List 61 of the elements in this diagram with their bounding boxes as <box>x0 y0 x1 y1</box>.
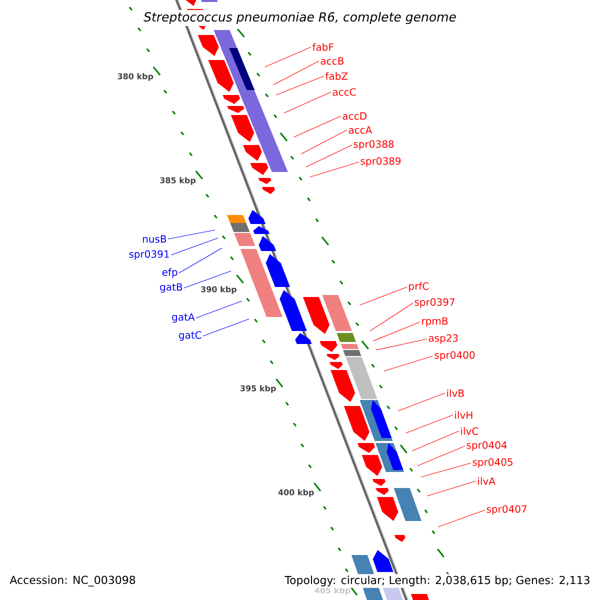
leader-line <box>168 230 216 240</box>
gene-label: asp23 <box>428 334 458 344</box>
gene-label: spr0400 <box>434 351 475 361</box>
leader-line <box>384 356 434 372</box>
gene-label: spr0391 <box>129 250 169 260</box>
gene-label: spr0404 <box>466 441 507 451</box>
gene-label: gatA <box>172 313 195 323</box>
gene-label: spr0407 <box>486 505 526 515</box>
leader-line <box>284 92 332 114</box>
gene-label: spr0405 <box>472 458 512 468</box>
leader-line <box>372 322 420 342</box>
leader-line <box>264 46 312 68</box>
tick-label: 380 kbp <box>118 73 154 81</box>
leader-line <box>376 338 428 350</box>
tick-label: 400 kbp <box>278 489 314 497</box>
leader-line <box>276 76 324 96</box>
leader-line <box>420 462 472 478</box>
gene-label: accD <box>342 112 366 120</box>
gene-label: ilvH <box>455 411 472 419</box>
gene-label: spr0389 <box>360 157 401 167</box>
leader-line <box>294 116 342 138</box>
gene-label: gatB <box>160 283 182 293</box>
title: Streptococcus pneumoniae R6, complete genome <box>142 10 458 26</box>
leader-line <box>406 414 454 434</box>
gene-label: fabF <box>312 43 334 51</box>
leader-line <box>300 130 348 154</box>
gene-label: ilvC <box>461 427 478 435</box>
leader-line <box>438 510 486 528</box>
accession-label: Accession: NC_003098 <box>8 574 138 588</box>
tick-label: 395 kbp <box>240 385 276 393</box>
tick-label: 385 kbp <box>160 177 196 185</box>
gene-label: accB <box>320 57 344 65</box>
gene-label: ilvB <box>447 389 464 397</box>
leader-line <box>306 144 352 168</box>
leader-line <box>196 300 242 318</box>
gene-label: efp <box>162 268 178 278</box>
gene-label: accA <box>348 126 372 134</box>
gene-label: rpmB <box>422 317 448 327</box>
leader-line <box>170 238 218 256</box>
leader-line <box>370 302 414 332</box>
leader-line <box>360 286 408 306</box>
leader-line <box>178 248 222 274</box>
gene-label: nusB <box>142 235 166 243</box>
leader-line <box>416 446 466 466</box>
leader-line <box>426 480 476 496</box>
gene-label: spr0397 <box>414 298 454 308</box>
leader-line <box>398 392 446 412</box>
gene-label: ilvA <box>478 477 496 485</box>
leader-line <box>184 270 232 288</box>
leader-line <box>412 430 460 452</box>
leader-line <box>310 162 360 178</box>
leader-line <box>202 318 250 336</box>
gene-label: accC <box>332 88 356 96</box>
tick-label: 405 kbp <box>314 587 350 595</box>
gene-label: prfC <box>409 282 429 292</box>
leader-line <box>272 60 320 86</box>
tick-label: 390 kbp <box>201 286 236 294</box>
genome-info-label: Topology: circular; Length: 2,038,615 bp; Genes: 2,113 <box>283 574 592 588</box>
gene-label: gatC <box>178 331 202 341</box>
gene-label: fabZ <box>325 72 348 80</box>
gene-label: spr0388 <box>354 140 394 150</box>
